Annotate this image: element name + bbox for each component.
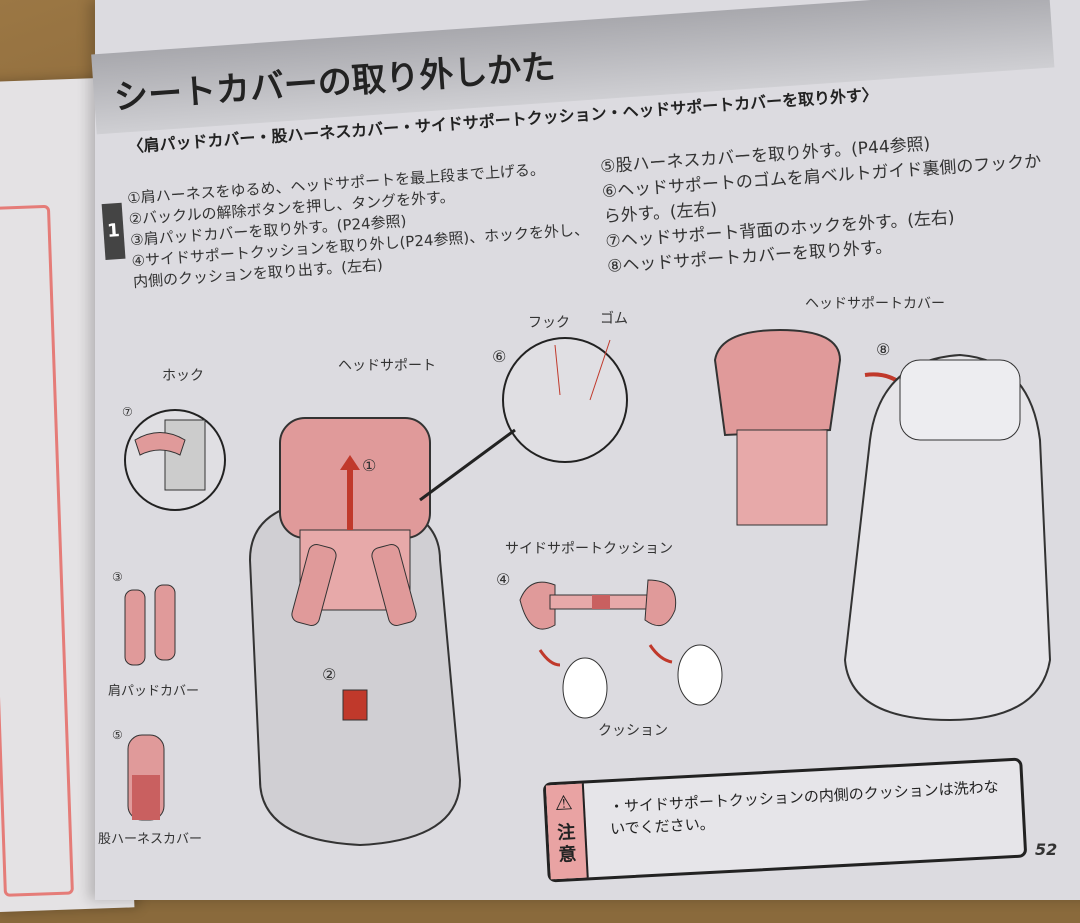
label-side-cushion: サイドサポートクッション [505,541,673,557]
hook-cover [134,432,186,456]
label-hook: フック [528,315,570,331]
label-head-cover: ヘッドサポートカバー [805,296,945,312]
label-n3: ③ [112,570,123,584]
shoulder-pad-left [124,589,146,666]
shoulder-pad-right [154,584,176,661]
cushion-right [677,644,723,706]
label-n8: ⑧ [876,340,891,359]
down-arrow-icon [538,649,561,667]
label-crotch-cover: 股ハーネスカバー [98,832,203,847]
label-n6: ⑥ [492,347,507,366]
down-arrow-icon [648,644,673,664]
rubber-leader [589,339,611,401]
label-rubber: ゴム [600,311,628,327]
head-support-cover [713,328,842,437]
cushion-left [562,657,608,719]
hook-strap [164,419,206,491]
caution-label: 注意 [556,822,578,866]
label-shoulder-pad-cover: 肩パッドカバー [108,684,200,699]
hook-leader [554,344,561,396]
page-number: 52 [1035,840,1058,859]
label-head-support: ヘッドサポート [338,358,436,374]
crotch-cover-lower [132,775,160,820]
head-support-bare [899,359,1021,441]
detail-pointer [419,428,516,502]
label-n7: ⑦ [122,405,133,419]
label-n4: ④ [496,570,511,589]
label-n1: ① [362,456,377,475]
head-support-cover-flap [736,429,828,526]
shoulder-pad-on-seat [291,544,337,626]
label-n5: ⑤ [112,728,123,742]
shoulder-pad-on-seat [371,544,417,626]
side-cushion-right [644,579,677,627]
buckle [342,689,368,721]
illustrations [124,328,1052,847]
label-n2: ② [322,665,337,684]
label-cushion: クッション [598,723,668,739]
warning-triangle-icon: ⚠ [554,790,574,816]
rubber-detail-circle [502,337,628,463]
up-arrow-icon [340,455,360,530]
label-hook-snap: ホック [162,368,204,384]
side-cushion-center [592,595,610,609]
caution-text: ・サイドサポートクッションの内側のクッションは洗わないでください。 [608,777,1000,839]
head-support [279,417,431,539]
